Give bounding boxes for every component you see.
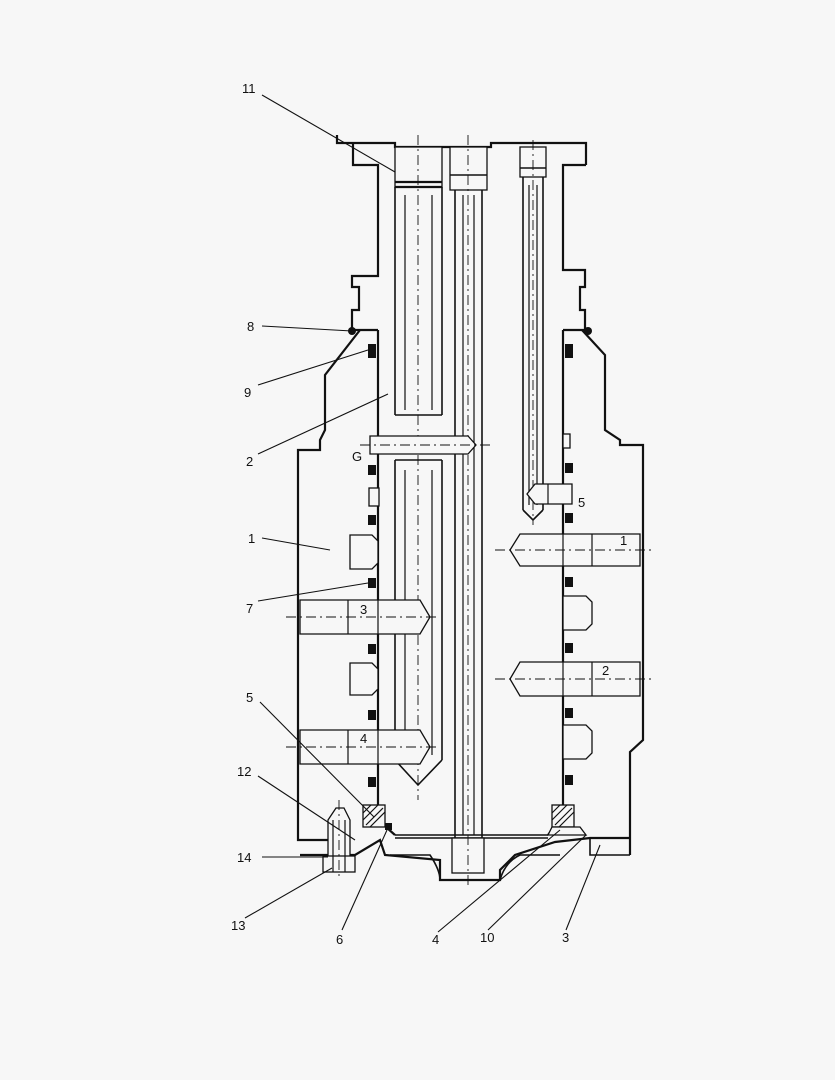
plug-label-4: 4 bbox=[360, 731, 367, 746]
label-10: 10 bbox=[480, 930, 494, 945]
radial-plug-4 bbox=[286, 729, 440, 765]
plug-label-3: 3 bbox=[360, 602, 367, 617]
label-1: 1 bbox=[248, 531, 255, 546]
plug-label-2: 2 bbox=[602, 663, 609, 678]
leader-lines bbox=[244, 94, 601, 933]
radial-plug-1 bbox=[495, 533, 655, 567]
label-g: G bbox=[352, 449, 362, 464]
central-shaft bbox=[449, 135, 488, 885]
label-13: 13 bbox=[231, 918, 245, 933]
label-4: 4 bbox=[432, 932, 439, 947]
label-5-left: 5 bbox=[246, 690, 253, 705]
bottom-bearings bbox=[362, 804, 588, 836]
housing-outline bbox=[296, 135, 645, 882]
bolt-assembly bbox=[322, 800, 356, 880]
label-6: 6 bbox=[336, 932, 343, 947]
label-3: 3 bbox=[562, 930, 569, 945]
label-12: 12 bbox=[237, 764, 251, 779]
label-14: 14 bbox=[237, 850, 251, 865]
left-axial-passage bbox=[394, 135, 443, 800]
plug-label-1: 1 bbox=[620, 533, 627, 548]
label-7: 7 bbox=[246, 601, 253, 616]
right-axial-passage bbox=[519, 140, 547, 525]
label-11: 11 bbox=[242, 81, 256, 96]
radial-plug-3 bbox=[286, 599, 440, 635]
annular-grooves bbox=[349, 433, 593, 760]
label-5-right: 5 bbox=[578, 495, 585, 510]
radial-plug-2 bbox=[495, 661, 655, 697]
label-8: 8 bbox=[247, 319, 254, 334]
plug-5-right bbox=[526, 483, 573, 505]
center-top-plug bbox=[449, 146, 488, 191]
plug-labels: 1 2 3 4 bbox=[360, 533, 627, 746]
seal-rings bbox=[348, 327, 592, 787]
label-9: 9 bbox=[244, 385, 251, 400]
plug-11 bbox=[394, 146, 443, 188]
label-2: 2 bbox=[246, 454, 253, 469]
part-labels: 11 8 9 2 G 1 7 5 12 14 13 6 4 10 3 5 bbox=[231, 81, 585, 947]
cross-pin-g bbox=[360, 435, 492, 455]
